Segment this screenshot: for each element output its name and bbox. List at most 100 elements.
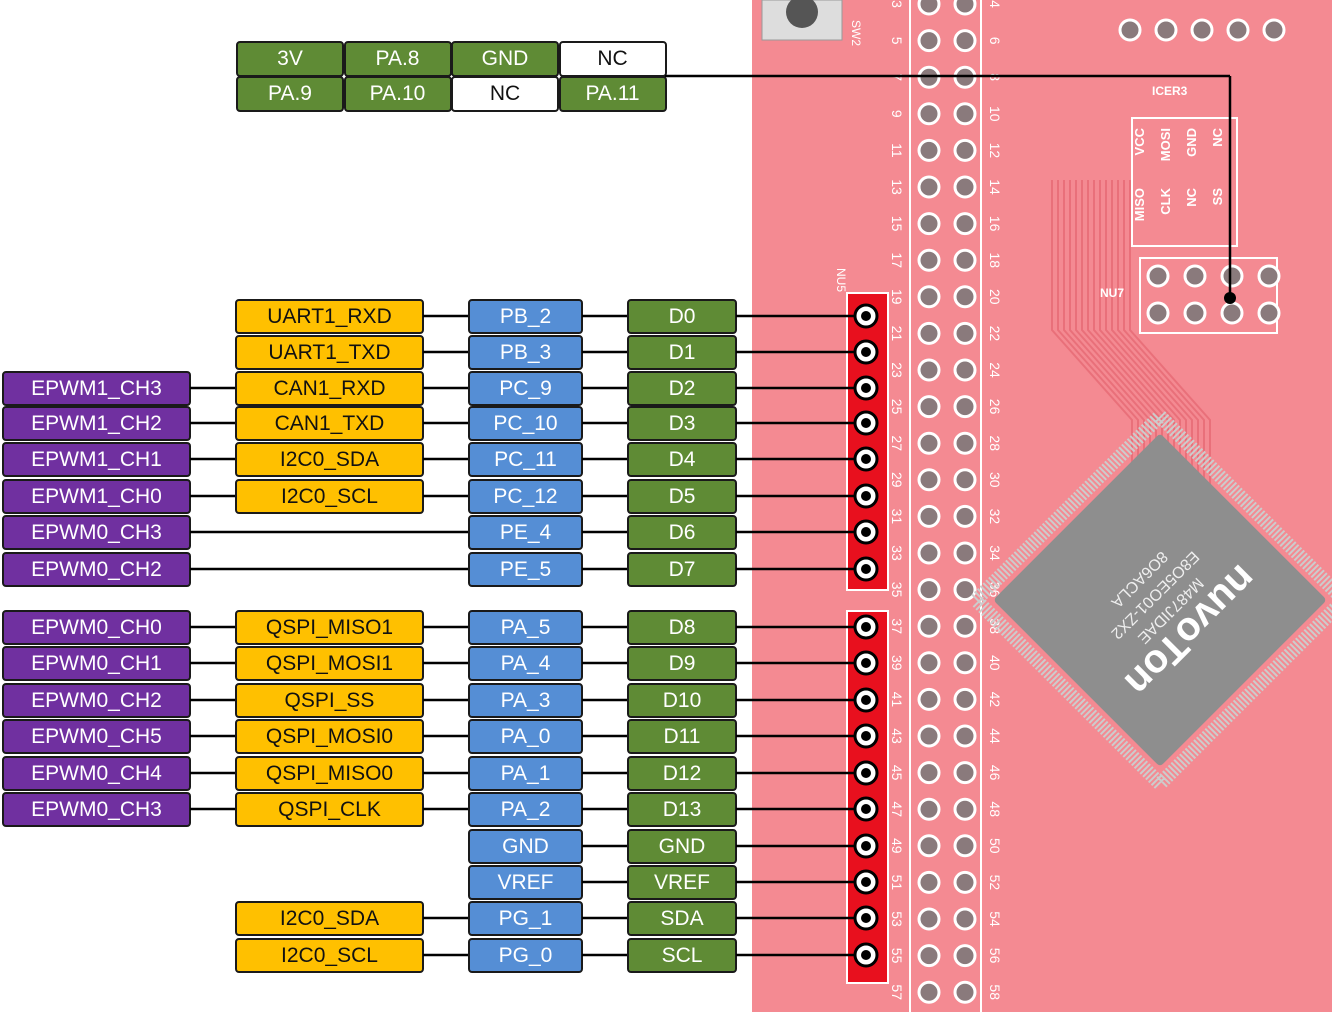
pin-hole bbox=[917, 29, 941, 53]
pin-number: 17 bbox=[889, 252, 905, 268]
pin-hole bbox=[917, 980, 941, 1004]
pin-number: 21 bbox=[889, 326, 905, 342]
arduino-pin-d4: D4 bbox=[627, 442, 737, 477]
pin-hole bbox=[953, 138, 977, 162]
pin-number: 13 bbox=[889, 179, 905, 195]
port-pb_3: PB_3 bbox=[468, 335, 583, 370]
pin-hole bbox=[917, 761, 941, 785]
pin-number: 26 bbox=[987, 399, 1003, 415]
spi-pin-label: MOSI bbox=[1158, 128, 1173, 161]
pin-hole bbox=[917, 102, 941, 126]
pin-hole bbox=[917, 248, 941, 272]
board-label: NU5 bbox=[834, 268, 848, 292]
pin-hole bbox=[953, 321, 977, 345]
pin-hole bbox=[953, 687, 977, 711]
pin-hole bbox=[917, 614, 941, 638]
alt-function-qspi_ss: QSPI_SS bbox=[235, 683, 424, 718]
arduino-pin-d0: D0 bbox=[627, 299, 737, 334]
arduino-pin-d5: D5 bbox=[627, 479, 737, 514]
pin-hole bbox=[953, 285, 977, 309]
pin-hole bbox=[917, 175, 941, 199]
pin-hole bbox=[953, 980, 977, 1004]
pin-number: 12 bbox=[987, 143, 1003, 159]
pin-hole bbox=[953, 907, 977, 931]
alt-function-i2c0_scl: I2C0_SCL bbox=[235, 938, 424, 973]
pin-hole bbox=[953, 358, 977, 382]
spi-pin-label: CLK bbox=[1158, 187, 1173, 214]
pin-number: 33 bbox=[889, 545, 905, 561]
pin-hole bbox=[953, 541, 977, 565]
spi-pin-label: VCC bbox=[1132, 127, 1147, 155]
pin-hole bbox=[953, 212, 977, 236]
pin-hole bbox=[953, 834, 977, 858]
arduino-pin-d9: D9 bbox=[627, 646, 737, 681]
pwm-epwm0_ch1: EPWM0_CH1 bbox=[2, 646, 191, 681]
pwm-epwm0_ch2: EPWM0_CH2 bbox=[2, 552, 191, 587]
pin-number: 51 bbox=[889, 875, 905, 891]
alt-function-qspi_miso0: QSPI_MISO0 bbox=[235, 756, 424, 791]
pin-hole bbox=[917, 0, 941, 16]
pin-number: 27 bbox=[889, 435, 905, 451]
pin-hole bbox=[953, 431, 977, 455]
port-pa_0: PA_0 bbox=[468, 719, 583, 754]
pin-hole bbox=[917, 285, 941, 309]
pin-number: 28 bbox=[987, 435, 1003, 451]
alt-function-qspi_clk: QSPI_CLK bbox=[235, 792, 424, 827]
spi-pin-pa9: PA.9 bbox=[236, 76, 344, 112]
pin-hole bbox=[917, 468, 941, 492]
spi-pin-label: NC bbox=[1184, 187, 1199, 206]
pin-number: 56 bbox=[987, 948, 1003, 964]
pin-hole bbox=[953, 944, 977, 968]
pin-number: 20 bbox=[987, 289, 1003, 305]
pin-number: 54 bbox=[987, 911, 1003, 927]
spi-label-box bbox=[1131, 117, 1238, 247]
pin-hole bbox=[917, 944, 941, 968]
jtag-pin bbox=[1118, 18, 1142, 42]
pwm-epwm0_ch5: EPWM0_CH5 bbox=[2, 719, 191, 754]
pin-number: 43 bbox=[889, 728, 905, 744]
pin-number: 8 bbox=[987, 73, 1003, 81]
pin-number: 10 bbox=[987, 106, 1003, 122]
pin-number: 16 bbox=[987, 216, 1003, 232]
jtag-pin bbox=[1226, 18, 1250, 42]
pwm-epwm0_ch3: EPWM0_CH3 bbox=[2, 792, 191, 827]
pwm-epwm1_ch2: EPWM1_CH2 bbox=[2, 406, 191, 441]
port-pc_11: PC_11 bbox=[468, 442, 583, 477]
alt-function-qspi_miso1: QSPI_MISO1 bbox=[235, 610, 424, 645]
pin-hole bbox=[953, 395, 977, 419]
nu7-pin bbox=[1146, 301, 1170, 325]
port-gnd: GND bbox=[468, 829, 583, 864]
port-pc_12: PC_12 bbox=[468, 479, 583, 514]
spi-pin-pa11: PA.11 bbox=[558, 76, 667, 112]
spi-pin-label: MISO bbox=[1132, 188, 1147, 221]
pin-number: 9 bbox=[889, 110, 905, 118]
pin-hole bbox=[917, 504, 941, 528]
arduino-pin-vref: VREF bbox=[627, 865, 737, 900]
pin-hole bbox=[953, 29, 977, 53]
pin-hole bbox=[917, 870, 941, 894]
spi-pin-nc: NC bbox=[558, 41, 667, 77]
spi-pin-label: SS bbox=[1210, 188, 1225, 206]
pin-number: 30 bbox=[987, 472, 1003, 488]
port-pg_0: PG_0 bbox=[468, 938, 583, 973]
pin-number: 3 bbox=[889, 0, 905, 8]
pin-hole bbox=[953, 102, 977, 126]
port-pc_10: PC_10 bbox=[468, 406, 583, 441]
pin-hole bbox=[917, 907, 941, 931]
pin-hole bbox=[953, 0, 977, 16]
nu7-pin bbox=[1220, 264, 1244, 288]
pin-hole bbox=[953, 870, 977, 894]
pin-number: 24 bbox=[987, 362, 1003, 378]
pin-number: 6 bbox=[987, 37, 1003, 45]
pin-number: 11 bbox=[889, 143, 905, 158]
pin-hole bbox=[953, 724, 977, 748]
alt-function-qspi_mosi1: QSPI_MOSI1 bbox=[235, 646, 424, 681]
arduino-pin-d1: D1 bbox=[627, 335, 737, 370]
pin-hole bbox=[953, 797, 977, 821]
pin-hole bbox=[953, 651, 977, 675]
spi-pin-nc: NC bbox=[451, 76, 559, 112]
pin-number: 19 bbox=[889, 289, 905, 305]
pin-number: 52 bbox=[987, 875, 1003, 891]
